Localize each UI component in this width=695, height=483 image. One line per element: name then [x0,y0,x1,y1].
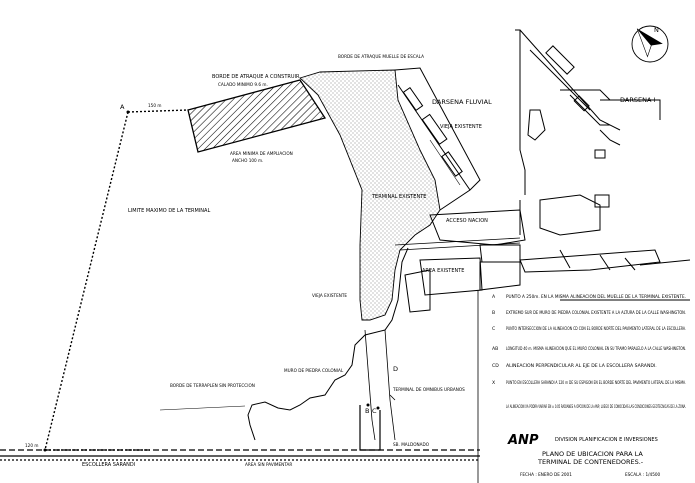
escala-label: ESCALA : 1/4500 [625,472,661,477]
label-area-minima: AREA MINIMA DE AMPLIACION [230,151,293,156]
legend-text: LONGITUD 40 m. MISMA ALINEACION QUE EL M… [506,346,686,352]
existing-terminal-area [299,69,441,321]
legend-text: LA ALINEACION XA PODRA VARIAR EN ± 0.05 … [506,404,686,410]
label-escollera: ESCOLLERA SARANDI [82,462,135,468]
darsena-structures [515,29,661,195]
expansion-area-hatched [187,79,327,153]
pier-structures [394,67,481,211]
label-borde-atraque-construir: BORDE DE ATRAQUE A CONSTRUIR [212,74,300,80]
buildings [404,194,691,313]
legend-text: PUNTO EN ESCOLLERA SARANDI A 120 m DE SU… [506,380,686,386]
label-area-sin-pavimentar: AREA SIN PAVIMENTAR [245,462,292,467]
title-block: ANP DIVISION PLANIFICACION E INVERSIONES… [507,433,661,477]
terminal-limit-line [44,109,189,451]
terrace-edge-line [159,405,246,411]
legend-text: PUNTO A 250m. EN LA MISMA ALINEACION DEL… [506,294,686,300]
label-terminal-existente: TERMINAL EXISTENTE [371,194,426,200]
label-darsena-i: DARSENA I [620,96,655,104]
label-terminal-omnibus: TERMINAL DE OMNIBUS URBANOS [392,387,465,392]
point-markers [43,110,380,452]
point-C: C [372,407,377,415]
stone-wall-line [247,247,409,441]
legend-key: CD [492,363,499,369]
escollera-lines [0,405,480,461]
label-acceso-nacion: ACCESO NACION [446,218,488,224]
fecha-label: FECHA : ENERO DE 2001 [520,472,572,477]
label-calado-minimo: CALADO MINIMO 9.6 m. [218,82,268,87]
legend: A PUNTO A 250m. EN LA MISMA ALINEACION D… [492,294,686,410]
legend-text: EXTREMO SUR DE MURO DE PIEDRA COLONIAL E… [506,310,686,316]
road-lines [364,237,521,441]
north-label: N [654,26,659,34]
dimension-150: 150 m [148,103,161,108]
dimension-120: 120 m [25,443,38,448]
title-line-2: TERMINAL DE CONTENEDORES.- [537,458,644,466]
label-muro-piedra: MURO DE PIEDRA COLONIAL [284,368,344,373]
title-line-1: PLANO DE UBICACION PARA LA [542,450,643,458]
legend-key: X [492,380,495,386]
point-D: D [393,365,398,373]
point-A: A [120,103,125,111]
legend-text: ALINEACION PERPENDICULAR AL EJE DE LA ES… [506,363,657,369]
north-arrow-icon: N [631,25,669,63]
label-ancho: ANCHO 100 m. [232,158,263,163]
legend-key: A [492,294,496,300]
label-sb-maldonado: SB. MALDONADO [393,442,430,447]
label-vieja-existente-2: VIEJA EXISTENTE [312,293,347,298]
label-vieja-existente: VIEJA EXISTENTE [440,124,482,130]
legend-key: B [492,310,495,316]
legend-key: C [492,326,495,332]
label-darsena-fluvial: DARSENA FLUVIAL [432,98,492,106]
division-label: DIVISION PLANIFICACION E INVERSIONES [555,437,658,443]
label-area-existente: AREA EXISTENTE [422,268,464,274]
anp-logo: ANP [507,433,539,448]
point-B: B [365,407,369,415]
label-limite-maximo: LIMITE MAXIMO DE LA TERMINAL [128,208,210,214]
legend-text: PUNTO INTERSECCION DE LA ALINEACION CD C… [506,326,686,332]
label-borde-atraque-muelle: BORDE DE ATRAQUE MUELLE DE ESCALA [338,54,424,59]
label-borde-terraplen: BORDE DE TERRAPLEN SIN PROTECCION [170,383,255,388]
legend-key: AB [492,346,498,352]
